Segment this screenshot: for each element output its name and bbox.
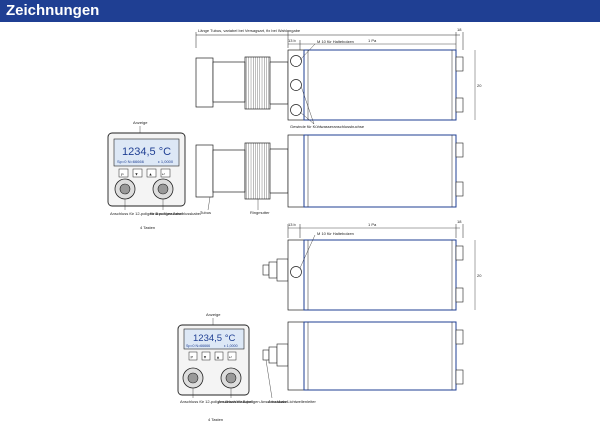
keys-caption: 4 Tasten (140, 225, 155, 230)
top-dimension-label: Länge Tubus, variabel bei Versagsart, fi… (198, 28, 301, 33)
ring-collar (269, 61, 289, 105)
connector (455, 56, 464, 72)
tubus-label: Tubus (200, 210, 211, 215)
p-key[interactable] (118, 168, 129, 178)
section-title: Zeichnungen (6, 2, 100, 19)
up-key[interactable] (146, 168, 157, 178)
p-key-label: P (121, 172, 124, 177)
mount-holes-label: M 10 für Haltebolzen (317, 39, 354, 44)
mount-hole (290, 79, 302, 91)
tubus-body (212, 61, 246, 103)
keypad: P ▼ ▲ ↵ (188, 351, 237, 361)
housing (303, 239, 457, 311)
enter-key[interactable] (160, 168, 171, 178)
right-jack-label: für 8-poligen Anschlusskabel (150, 211, 201, 216)
connector (455, 142, 464, 158)
lcd-screen (183, 328, 245, 350)
sensor-view-2: Tubus Ringmutter (195, 134, 464, 215)
housing (303, 134, 457, 208)
dim-13-label: 13 b (288, 38, 297, 43)
sensor-view-1: Länge Tubus, variabel bei Versagsart, fi… (195, 27, 482, 129)
ringmutter-label: Ringmutter (250, 210, 270, 215)
left-jack-label: Anschluss für 12-poligen Anschlusskabel (180, 399, 253, 404)
keypad: P ▼ ▲ ↵ (118, 168, 171, 178)
connector (455, 287, 464, 303)
mount-hole (290, 104, 302, 116)
dim-right-label: 18 (457, 27, 462, 32)
keys-caption: 4 Tasten (208, 417, 223, 422)
left-jack-label: Anschluss für 12-poligen Anschlusskabel (110, 211, 183, 216)
lcd-status-right: ε 1,0000 (158, 159, 174, 164)
tubus-cap (195, 57, 214, 108)
housing (303, 49, 457, 121)
connector (455, 181, 464, 197)
down-key-label: ▼ (203, 355, 207, 360)
sensor-view-4: Anschluss Lichtwellenleiter (262, 321, 464, 404)
dim-side-label: 20 (477, 273, 482, 278)
dim-total-label: 1 Pa (368, 38, 377, 43)
dim-side-label: 20 (477, 83, 482, 88)
lcd-value: 1234,5 °C (122, 146, 171, 158)
dim-right-label: 18 (457, 219, 462, 224)
ring-nut (244, 56, 271, 110)
mount-holes-label: M 10 für Haltebolzen (317, 231, 354, 236)
down-key-label: ▼ (135, 172, 139, 177)
lcd-status-left: Sp=0 N=66666 (186, 344, 210, 348)
mount-hole (290, 266, 302, 278)
section-header: Zeichnungen (0, 0, 600, 22)
housing (303, 321, 457, 391)
up-key-label: ▲ (149, 172, 153, 177)
lcd-value: 1234,5 °C (193, 333, 235, 344)
mount-hole (290, 55, 302, 67)
lcd-screen (113, 138, 180, 167)
display-caption: Anzeige (133, 120, 148, 125)
connector (455, 369, 464, 385)
up-key-label: ▲ (216, 355, 220, 360)
connector (455, 97, 464, 113)
p-key[interactable] (188, 351, 198, 361)
connector (455, 245, 464, 261)
fiber-connector-label: Anschluss Lichtwellenleiter (268, 399, 316, 404)
up-key[interactable] (214, 351, 224, 361)
display-unit-top: Anzeige 1234,5 °C Sp=0 N=66666 ε 1,0000 … (107, 120, 201, 230)
ring-nut (244, 142, 271, 200)
enter-key-label: ↵ (162, 172, 165, 177)
lcd-status-left: Sp=0 N=66666 (117, 159, 145, 164)
sensor-view-3: 13 b 1 Pa 18 20 M 10 für Haltebolzen (262, 219, 482, 311)
right-jack-label: Anschluss für 8-poligen Anschlusskabel (218, 399, 288, 404)
enter-key-label: ↵ (229, 355, 232, 360)
down-key[interactable] (132, 168, 143, 178)
dim-13-label: 13 b (288, 222, 297, 227)
connector (455, 329, 464, 345)
enter-key[interactable] (227, 351, 237, 361)
cooling-thread-label: Gewinde für Kühlwasseranschlussbuchse (290, 124, 365, 129)
display-unit-bottom: Anzeige 1234,5 °C Sp=0 N=66666 ε 1,0000 … (177, 312, 288, 422)
display-caption: Anzeige (206, 312, 221, 317)
down-key[interactable] (201, 351, 211, 361)
lcd-status-right: ε 1,0000 (224, 344, 238, 348)
dim-total-label: 1 Pa (368, 222, 377, 227)
p-key-label: P (191, 355, 194, 360)
